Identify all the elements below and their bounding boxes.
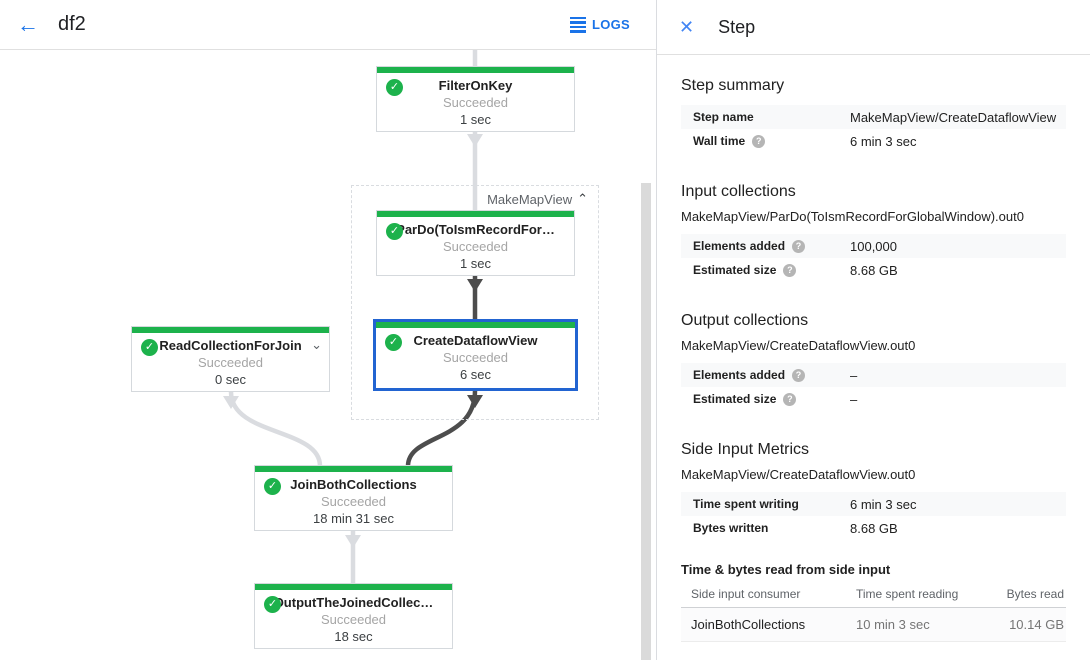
side-input-metrics-heading: Side Input Metrics [681,441,810,458]
node-status-bar [377,67,574,73]
node-title: FilterOnKey [438,78,513,93]
metric-label: Step name [693,110,754,124]
node-status-bar [255,466,452,472]
node-title: ReadCollectionForJoin [159,338,302,353]
panel-header: ✕ Step [657,0,1090,55]
metric-label: Wall time [693,134,746,148]
node-status: Succeeded [442,239,509,254]
node-status: Succeeded [442,350,509,365]
help-icon[interactable]: ? [783,263,797,277]
node-status: Succeeded [442,95,509,110]
metric-value: 6 min 3 sec [850,133,917,149]
graph-node-outputthejoinedcollection[interactable]: ✓ OutputTheJoinedCollec… Succeeded 18 se… [254,583,453,649]
job-graph-canvas[interactable]: MakeMapView ⌃ ✓ FilterOnKey Succeeded 1 … [0,50,656,660]
help-icon[interactable]: ? [792,239,806,253]
step-details-panel: ✕ Step Step summary Step name MakeMapVie… [656,0,1090,660]
metric-value: 100,000 [850,238,897,254]
node-title: CreateDataflowView [413,333,538,348]
metric-row-estimated-size: Estimated size? 8.68 GB [681,258,1066,282]
metric-label: Estimated size [693,263,777,277]
metric-label: Elements added [693,368,786,382]
input-collection-name: MakeMapView/ParDo(ToIsmRecordForGlobalWi… [681,209,1024,224]
col-time-spent-reading: Time spent reading [846,581,986,608]
col-bytes-read: Bytes read [986,581,1066,608]
consumer-cell: JoinBothCollections [681,607,846,642]
metric-value: 8.68 GB [850,262,898,278]
bytes-read-cell: 10.14 GB [986,607,1066,642]
node-title: JoinBothCollections [290,477,417,492]
graph-node-joinbothcollections[interactable]: ✓ JoinBothCollections Succeeded 18 min 3… [254,465,453,531]
node-status-bar [377,211,574,217]
graph-node-filteronkey[interactable]: ✓ FilterOnKey Succeeded 1 sec [376,66,575,132]
metric-row-elements-added: Elements added? 100,000 [681,234,1066,258]
input-collections-heading: Input collections [681,183,796,200]
node-time: 0 sec [214,372,247,387]
side-input-table-heading: Time & bytes read from side input [681,562,891,577]
node-status: Succeeded [320,494,387,509]
metric-row-time-spent-writing: Time spent writing 6 min 3 sec [681,492,1066,516]
metric-row-elements-added: Elements added? – [681,363,1066,387]
node-time: 1 sec [459,256,492,271]
close-icon[interactable]: ✕ [679,16,695,37]
help-icon[interactable]: ? [752,134,766,148]
metric-value: – [850,367,858,383]
output-collections-heading: Output collections [681,312,809,329]
node-status-bar [255,584,452,590]
side-input-collection-name: MakeMapView/CreateDataflowView.out0 [681,467,916,482]
metric-label: Elements added [693,239,786,253]
metric-value: 8.68 GB [850,520,898,536]
node-status: Succeeded [197,355,264,370]
success-check-icon: ✓ [264,596,281,613]
graph-edges [223,50,483,584]
metric-label: Time spent writing [693,497,799,511]
back-arrow-icon[interactable]: ← [17,11,39,37]
composite-step-group-makemapview: MakeMapView ⌃ [351,185,599,420]
graph-node-pardo-toismrecord[interactable]: ✓ ParDo(ToIsmRecordFor… Succeeded 1 sec [376,210,575,276]
node-time: 18 sec [334,629,373,644]
node-status: Succeeded [320,612,387,627]
logs-list-icon [569,16,586,33]
node-status-bar [376,322,575,328]
step-summary-heading: Step summary [681,77,785,94]
expand-chevron-icon[interactable]: ⌄ [311,337,322,352]
metric-label: Estimated size [693,392,777,406]
help-icon[interactable]: ? [783,392,797,406]
output-collection-name: MakeMapView/CreateDataflowView.out0 [681,338,916,353]
top-bar: ← df2 LOGS [0,0,656,50]
metric-value: 6 min 3 sec [850,496,917,512]
graph-node-readcollectionforjoin[interactable]: ✓ ⌄ ReadCollectionForJoin Succeeded 0 se… [131,326,330,392]
metric-row-step-name: Step name MakeMapView/CreateDataflowView [681,105,1066,129]
collapse-chevron-icon[interactable]: ⌃ [577,191,588,206]
time-reading-cell: 10 min 3 sec [846,607,986,642]
metric-label: Bytes written [693,521,769,535]
node-time: 18 min 31 sec [313,511,394,526]
metric-row-estimated-size: Estimated size? – [681,387,1066,411]
group-label: MakeMapView [487,191,573,207]
metric-value: MakeMapView/CreateDataflowView [850,109,1057,125]
metric-row-bytes-written: Bytes written 8.68 GB [681,516,1066,540]
node-title: ParDo(ToIsmRecordFor… [396,222,555,237]
success-check-icon: ✓ [386,79,403,96]
success-check-icon: ✓ [386,223,403,240]
metric-value: – [850,391,858,407]
success-check-icon: ✓ [141,339,158,356]
job-title: df2 [58,13,86,35]
panel-title: Step [718,16,756,37]
metric-row-wall-time: Wall time? 6 min 3 sec [681,129,1066,153]
col-side-input-consumer: Side input consumer [681,581,846,608]
node-time: 1 sec [459,112,492,127]
side-input-table: Side input consumer Time spent reading B… [681,581,1066,642]
success-check-icon: ✓ [264,478,281,495]
table-row[interactable]: JoinBothCollections 10 min 3 sec 10.14 G… [681,607,1066,642]
node-status-bar [132,327,329,333]
help-icon[interactable]: ? [792,368,806,382]
graph-node-createdataflowview-selected[interactable]: ✓ CreateDataflowView Succeeded 6 sec [373,319,578,391]
vertical-scrollbar[interactable] [641,183,651,660]
success-check-icon: ✓ [385,334,402,351]
node-time: 6 sec [459,367,492,382]
logs-button[interactable]: LOGS [569,16,630,33]
logs-button-label: LOGS [591,17,630,32]
node-title: OutputTheJoinedCollec… [273,595,434,610]
